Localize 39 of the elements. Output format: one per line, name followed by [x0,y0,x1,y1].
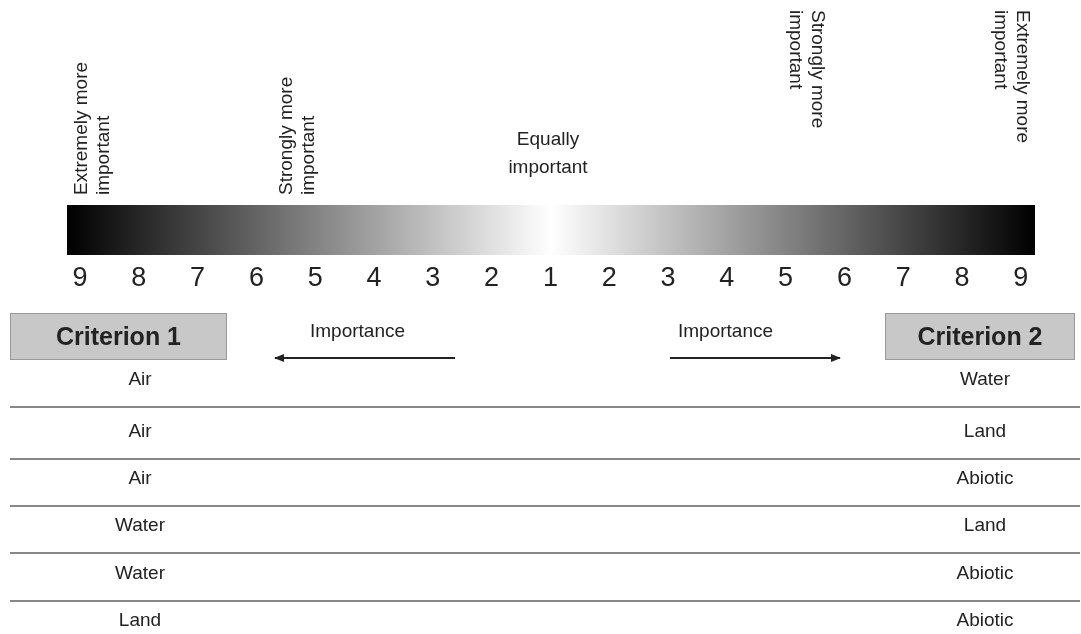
criterion-name: Abiotic [955,609,1015,631]
scale-number: 4 [365,262,383,293]
criterion-name: Air [127,368,153,390]
criterion-name: Abiotic [955,467,1015,489]
scale-number: 6 [835,262,853,293]
criterion-header: Criterion 2 [885,313,1075,360]
scale-number: 8 [130,262,148,293]
criterion-name: Land [962,420,1008,442]
scale-number: 9 [71,262,89,293]
criterion-name: Water [959,368,1011,390]
criterion-name: Water [114,562,166,584]
scale-heading: Strongly more important [275,75,319,195]
scale-number: 1 [541,262,559,293]
scale-number: 7 [189,262,207,293]
scale-number: 2 [600,262,618,293]
arrow-caption: Importance [310,320,406,342]
scale-number: 7 [894,262,912,293]
scale-heading: Extremely more important [990,10,1034,146]
scale-number: 4 [718,262,736,293]
scale-number: 9 [1012,262,1030,293]
scale-heading: Strongly more important [785,10,829,131]
scale-number: 2 [483,262,501,293]
criterion-name: Water [114,514,166,536]
scale-number: 8 [953,262,971,293]
criterion-name: Air [127,420,153,442]
scale-number: 3 [659,262,677,293]
criterion-header: Criterion 1 [10,313,227,360]
scale-heading: Extremely more important [70,60,114,195]
criterion-name: Abiotic [955,562,1015,584]
criterion-name: Land [962,514,1008,536]
scale-number: 6 [247,262,265,293]
scale-heading: Equally important [507,127,589,179]
gradient-scale-bar [67,205,1035,255]
criterion-name: Land [117,609,163,631]
scale-number: 5 [306,262,324,293]
arrow-caption: Importance [678,320,774,342]
scale-number: 3 [424,262,442,293]
criterion-name: Air [127,467,153,489]
scale-number: 5 [777,262,795,293]
